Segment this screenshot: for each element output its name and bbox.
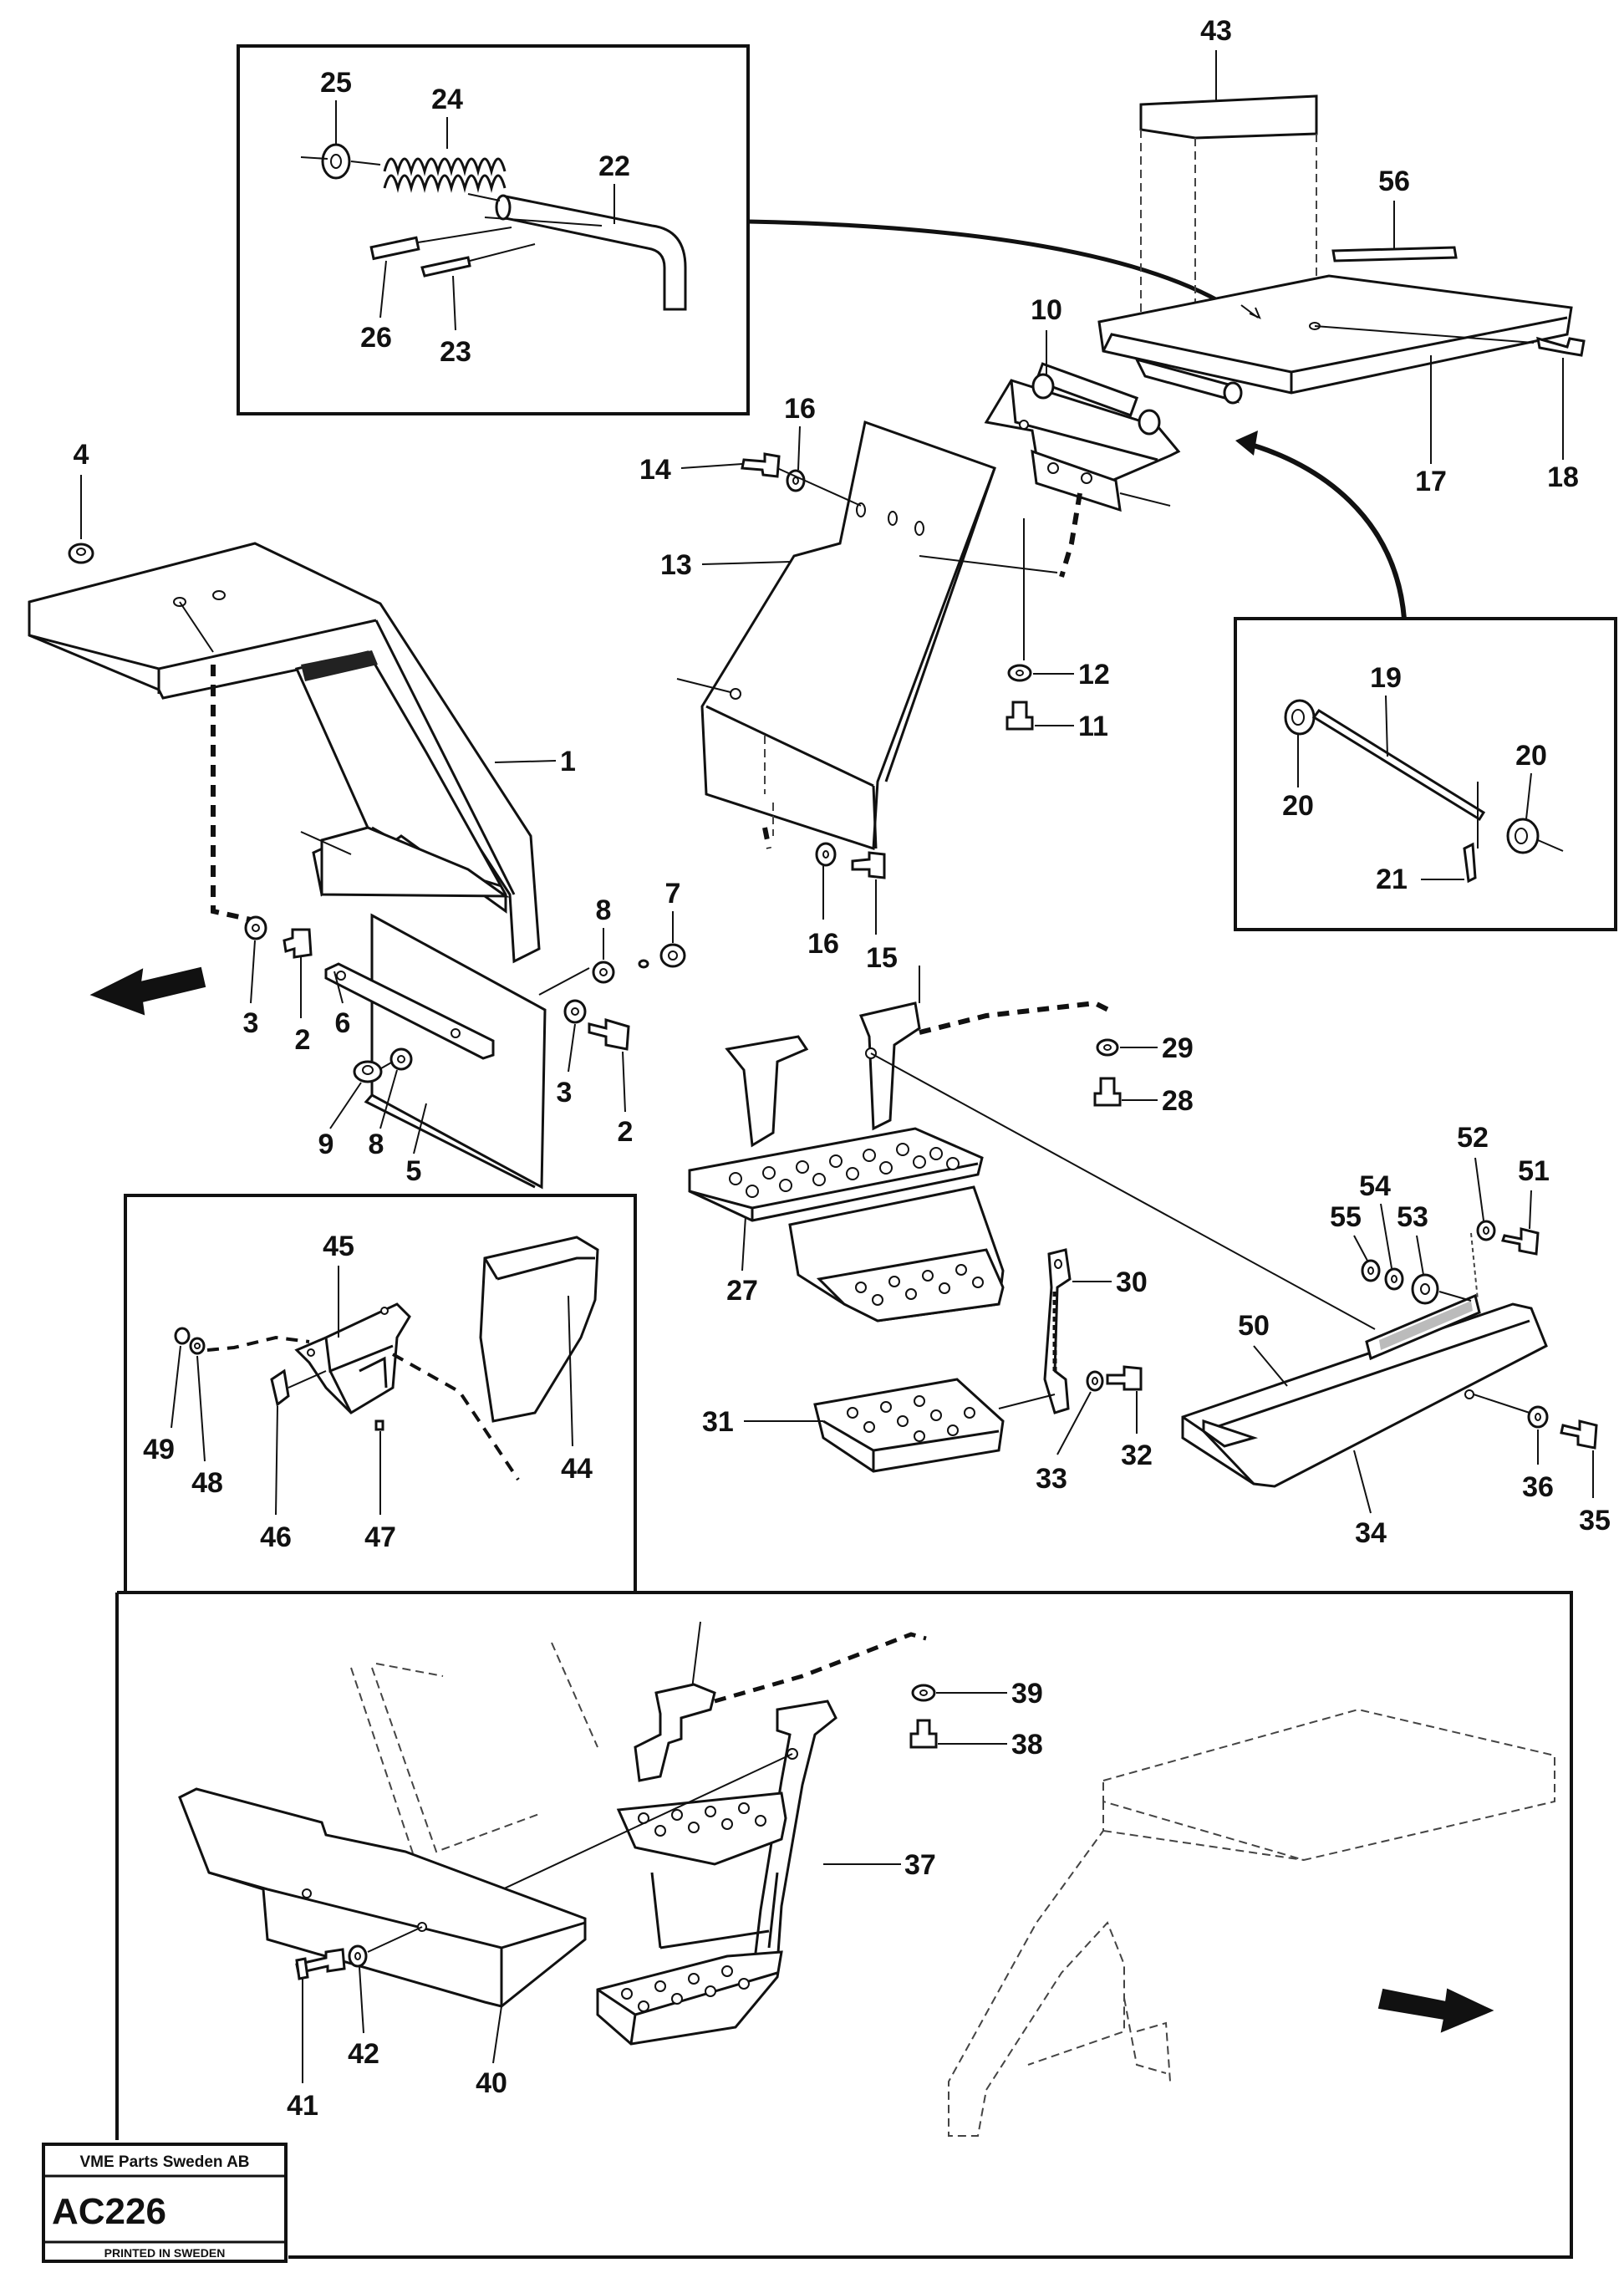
inset-mirror-bracket: 45 44 49 48 46 47 (115, 1194, 1573, 2259)
inset-shaft-assembly: 19 20 20 21 (1234, 617, 1617, 931)
part-27-step: 27 (688, 966, 1376, 1330)
callout-1: 1 (560, 746, 576, 777)
callout-45: 45 (323, 1231, 354, 1262)
callout-55: 55 (1330, 1201, 1362, 1233)
callout-41: 41 (287, 2090, 318, 2122)
callout-51: 51 (1518, 1155, 1550, 1187)
callout-53: 53 (1397, 1201, 1428, 1233)
callout-50: 50 (1238, 1310, 1270, 1342)
title-stamp: VME Parts Sweden AB AC226 PRINTED IN SWE… (42, 2143, 288, 2263)
callout-5: 5 (406, 1155, 422, 1187)
callout-17: 17 (1415, 466, 1447, 497)
arrow-right-icon (1377, 1988, 1494, 2033)
callout-15: 15 (866, 942, 898, 974)
callout-3-right: 3 (557, 1077, 573, 1108)
callout-22: 22 (598, 150, 630, 182)
callout-24: 24 (431, 84, 463, 115)
callout-9: 9 (318, 1129, 334, 1160)
callout-56: 56 (1378, 166, 1410, 197)
callout-3-left: 3 (243, 1007, 259, 1039)
callout-43: 43 (1200, 15, 1232, 47)
fasteners-14-16: 14 16 (639, 393, 862, 507)
callout-35: 35 (1579, 1505, 1611, 1537)
callout-49: 49 (143, 1434, 175, 1465)
fasteners-11-12: 12 11 (1005, 659, 1110, 742)
callout-40: 40 (476, 2067, 507, 2099)
callout-2-right: 2 (618, 1116, 634, 1148)
fasteners-51-55: 55 54 53 52 51 (1330, 1122, 1550, 1305)
callout-14: 14 (639, 454, 671, 486)
callout-19: 19 (1370, 662, 1402, 694)
inset-handle-assembly: 25 24 22 26 23 (237, 44, 750, 415)
fasteners-28-29: 29 28 (1093, 1032, 1194, 1117)
part-30-31-link-step: 30 31 33 32 (702, 1248, 1153, 1495)
callout-10: 10 (1031, 294, 1062, 326)
callout-30: 30 (1116, 1266, 1148, 1298)
callout-16-top: 16 (784, 393, 816, 425)
fasteners-7-8: 8 7 (538, 878, 686, 996)
callout-54: 54 (1359, 1170, 1391, 1202)
fastener-4: 4 (68, 439, 94, 564)
callout-28: 28 (1162, 1085, 1194, 1117)
callout-25: 25 (320, 67, 352, 99)
callout-34: 34 (1355, 1517, 1387, 1549)
callout-26: 26 (360, 322, 392, 354)
part-13-panel: 13 (660, 420, 1058, 851)
lower-step-assembly: 37 39 38 40 42 41 (178, 1621, 1555, 2137)
callout-13: 13 (660, 549, 692, 581)
part-10-hinge-bracket: 10 (984, 294, 1181, 660)
callout-23: 23 (440, 336, 471, 368)
stamp-printed: PRINTED IN SWEDEN (104, 2246, 226, 2260)
callout-39: 39 (1011, 1678, 1043, 1710)
stamp-code: AC226 (52, 2191, 166, 2232)
callout-29: 29 (1162, 1032, 1194, 1064)
callout-48: 48 (191, 1467, 223, 1499)
fasteners-2-3-right: 3 2 (557, 999, 634, 1148)
callout-6: 6 (335, 1007, 351, 1039)
part-17-platform: 17 18 (1097, 274, 1586, 497)
callout-44: 44 (561, 1453, 593, 1485)
callout-31: 31 (702, 1406, 734, 1438)
callout-32: 32 (1121, 1440, 1153, 1471)
callout-4: 4 (74, 439, 89, 471)
callout-20-left: 20 (1282, 790, 1314, 822)
fasteners-2-3-left: 3 2 (243, 915, 313, 1056)
step-holes (729, 1143, 984, 1306)
callout-8-lower: 8 (369, 1129, 384, 1160)
callout-20-right: 20 (1515, 740, 1547, 772)
fasteners-15-16: 16 15 (762, 827, 898, 974)
callout-52: 52 (1457, 1122, 1489, 1154)
part-56-strip: 56 (1331, 166, 1458, 262)
callout-33: 33 (1036, 1463, 1067, 1495)
arrow-left-icon (89, 966, 206, 1016)
callout-36: 36 (1522, 1471, 1554, 1503)
part-5-mudflap: 6 5 (324, 913, 547, 1190)
callout-42: 42 (348, 2038, 379, 2070)
callout-7: 7 (665, 878, 681, 910)
callout-11: 11 (1078, 711, 1108, 742)
spring (383, 157, 507, 193)
part-1-fender: 1 (28, 542, 576, 964)
callout-18: 18 (1547, 461, 1579, 493)
callout-12: 12 (1078, 659, 1110, 691)
part-34-50-rail: 50 34 (1181, 1232, 1548, 1549)
callout-37: 37 (904, 1849, 936, 1881)
callout-8-upper: 8 (596, 894, 612, 926)
callout-46: 46 (260, 1521, 292, 1553)
callout-47: 47 (364, 1521, 396, 1553)
callout-16-bottom: 16 (807, 928, 839, 960)
callout-21: 21 (1376, 864, 1408, 895)
fasteners-35-36: 36 35 (1522, 1405, 1611, 1537)
fasteners-8-9: 9 8 (318, 1047, 413, 1160)
callout-38: 38 (1011, 1729, 1043, 1761)
callout-2-left: 2 (295, 1024, 311, 1056)
part-43-column: 43 (1139, 15, 1318, 326)
stamp-company: VME Parts Sweden AB (79, 2153, 249, 2171)
callout-27: 27 (726, 1275, 758, 1307)
